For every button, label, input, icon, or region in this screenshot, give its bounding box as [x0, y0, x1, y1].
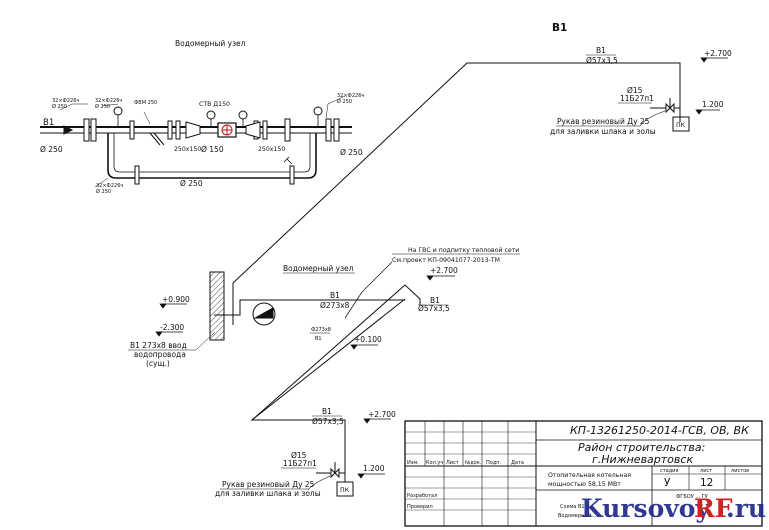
bottom-riser-hose-note-2: для заливки шлака и золы: [215, 489, 321, 498]
stage-header: стадия: [660, 468, 678, 474]
bottom-riser-valve-type: 11Б27п1: [283, 459, 317, 468]
middle-pipe-size-main: Ø273х8: [320, 301, 350, 310]
scheme-line-2: Водомерный...: [558, 512, 597, 519]
water-meter-detail: [40, 95, 352, 188]
district-line-1: Район строительства:: [578, 441, 705, 454]
row-header-podp: Подп.: [486, 460, 502, 466]
bottom-riser-valve-dia: Ø15: [291, 451, 307, 460]
top-inlet-label: В1: [43, 118, 54, 128]
middle-note-1: На ГВС и подпитку тепловой сети: [408, 246, 519, 254]
row-header-kol: Кол.уч: [426, 460, 443, 466]
top-riser-level-pk: 1.200: [702, 100, 724, 109]
middle-unit-title: Водомерный узел: [283, 264, 354, 273]
scheme-line-1: Схема В1 с...: [560, 504, 594, 510]
building-wall: [209, 271, 225, 341]
row-header-list: Лист: [446, 460, 459, 466]
middle-level-0900: +0.900: [162, 295, 190, 304]
bottom-riser-pipe-label: В1: [322, 407, 332, 416]
middle-level-2700: +2.700: [430, 266, 458, 275]
org-partial: ФГБОУ ... ГУ: [676, 494, 708, 500]
reducer-right-label: 250х150: [258, 146, 285, 153]
top-riser-hose-note-2: для заливки шлака и золы: [550, 127, 656, 136]
top-riser-pipe-size: Ø57х3,5: [586, 56, 618, 65]
flange-left-3-label: ФВМ 250: [134, 100, 157, 106]
sheet-value: 12: [700, 477, 713, 489]
sheet-header: лист: [700, 468, 712, 474]
top-riser-valve-type: 11Б27п1: [620, 94, 654, 103]
middle-level-0100: +0.100: [354, 335, 382, 344]
middle-inlet-note-1: В1 273х8 ввод: [130, 341, 187, 350]
middle-inlet-note-2: водопровода: [134, 350, 186, 359]
bottom-riser-pk-label: ПК: [340, 487, 350, 494]
top-dia-150: Ø 150: [201, 145, 224, 154]
watermark-part-3: .ru: [726, 494, 766, 523]
bottom-riser-pipe-size: Ø57х3,5: [312, 417, 344, 426]
reducer-left-label: 250х150: [174, 146, 201, 153]
top-riser-hose-valve: [639, 98, 690, 132]
title-block: [404, 420, 763, 527]
bottom-riser-hose-valve: [307, 462, 354, 497]
row-header-doc: №док.: [465, 460, 482, 466]
riser-id-label: В1: [552, 22, 567, 34]
middle-pipe-size-right: Ø57х3,5: [418, 304, 450, 313]
meter-label: СТВ Д150: [199, 101, 230, 108]
top-dia-250-right: Ø 250: [340, 148, 363, 157]
level-markers: [155, 57, 728, 479]
middle-water-meter: [252, 302, 276, 326]
object-line-2: мощностью 58,15 МВт: [548, 481, 621, 488]
middle-note-2: См.проект КП-09041077-2013-ТМ: [392, 257, 500, 264]
middle-pipe-b1-small: В1: [315, 336, 322, 342]
object-line-1: Отопительная котельная: [548, 472, 631, 479]
top-dia-250-bypass: Ø 250: [180, 179, 203, 188]
middle-pipe-b1-right: В1: [430, 296, 440, 305]
row-header-izm: Изм.: [407, 460, 419, 466]
middle-level-m2300: -2.300: [160, 323, 184, 332]
middle-inlet-note-3: (сущ.): [146, 359, 170, 368]
bottom-riser-level-pk: 1.200: [363, 464, 385, 473]
doc-code: КП-13261250-2014-ГСВ, ОВ, ВК: [570, 424, 750, 437]
bottom-riser-hose-note-1: Рукав резиновый Ду 25: [222, 480, 315, 489]
top-riser-pk-label: ПК: [676, 122, 686, 129]
role-developed: Разработал: [407, 493, 437, 499]
bottom-riser-level-top: +2.700: [368, 410, 396, 419]
top-riser-pipe-label: В1: [596, 46, 606, 55]
top-dia-250-left: Ø 250: [40, 145, 63, 154]
district-line-2: г.Нижневартовск: [592, 453, 693, 466]
watermark-part-2: RF: [694, 494, 733, 523]
row-header-date: Дата: [511, 460, 524, 466]
stage-value: У: [664, 477, 671, 489]
watermark-part-1: Kursovoy: [581, 494, 711, 523]
middle-pipe-size-small: Ф273х8: [311, 327, 331, 333]
sheets-header: листов: [731, 468, 749, 474]
top-riser-valve-dia: Ø15: [627, 86, 643, 95]
role-checked: Проверил: [407, 504, 433, 510]
water-meter-unit-title: Водомерный узел: [175, 39, 246, 48]
middle-pipe-b1: В1: [330, 291, 340, 300]
top-riser-hose-note-1: Рукав резиновый Ду 25: [557, 117, 650, 126]
watermark: Kursovoy RF .ru: [581, 494, 766, 523]
top-riser-level-top: +2.700: [704, 49, 732, 58]
